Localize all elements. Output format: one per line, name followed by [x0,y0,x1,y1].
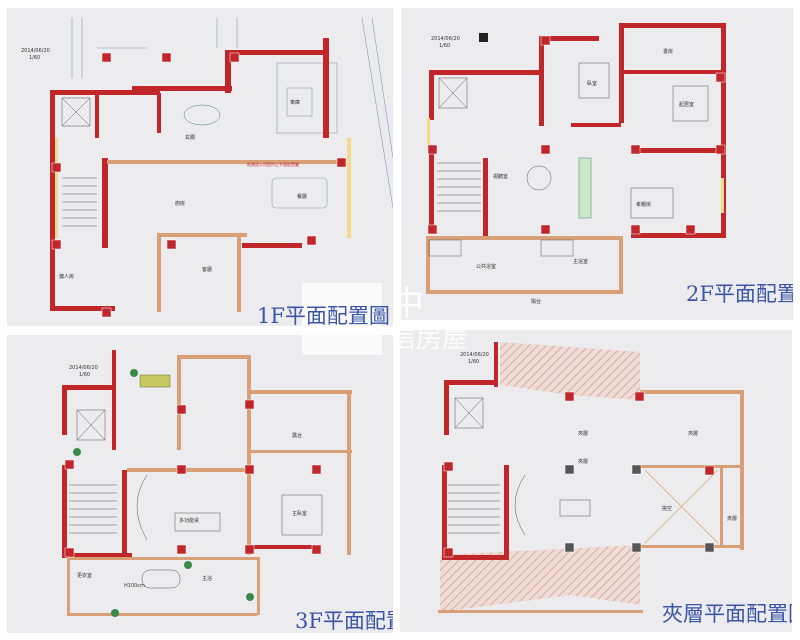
room-label: 客廳 [202,267,213,273]
watermark-logo [302,283,382,355]
room-label: 臥室 [587,81,598,87]
room-label: 主浴室 [573,259,589,265]
floor-plan-1f: 2014/06/20 1/60 車庫 玄關 餐廳 廚房 客廳 傭人房 依建設公司… [7,8,393,326]
plan-date: 2014/06/20 [69,365,98,371]
room-label: 孝親房 [636,202,652,208]
room-label: 陽台 [531,299,542,305]
room-label: 挑空 [662,506,673,512]
room-label: 車庫 [290,100,301,106]
plan-title: 3F平面配置圖 [295,609,393,633]
plan-title: 1F平面配置圖 [257,304,390,326]
floor-plan-2f: 2014/06/20 1/60 書房 臥室 視聽室 起居室 孝親房 公共浴室 主… [401,8,793,320]
watermark-text: 信房屋 [390,324,469,354]
floor-plan-mezzanine-drawing [438,342,744,613]
plan-scale: 1/60 [439,43,451,49]
room-label: 玄關 [185,135,196,141]
plan-title: 2F平面配置圖 [686,282,793,306]
room-label: 廚房 [175,201,186,207]
floor-plan-3f-drawing [62,350,352,617]
plan-note: 依建設公司提供之平面配置圖 [247,162,299,167]
room-label: 夾層 [578,431,589,437]
plan-date: 2014/06/20 [460,352,489,358]
room-label: 更衣室 [77,573,93,579]
plan-scale: 1/60 [79,372,91,378]
room-label: 公共浴室 [476,264,497,270]
floor-plan-2f-drawing [426,23,726,294]
room-label: 起居室 [679,102,695,108]
room-label: 夾層 [578,459,589,465]
room-label: 視聽室 [493,174,509,180]
room-label: 露台 [292,433,303,439]
plan-scale: 1/60 [29,55,41,61]
room-label: 主浴 [202,576,213,582]
plan-date: 2014/06/20 [431,36,460,42]
watermark-text: 中 [390,284,424,324]
floor-plan-3f: 2014/06/20 1/60 多功能桌 主臥室 主浴 更衣室 H100cm 露… [7,335,393,633]
plan-date: 2014/06/20 [21,48,50,54]
floor-plan-mezzanine: 2014/06/20 1/60 夾層 夾層 夾層 挑空 夾層 夾層平面配置圖 [400,330,792,632]
floor-plan-1f-drawing [50,17,393,318]
room-label: 餐廳 [297,194,308,200]
plan-title: 夾層平面配置圖 [662,602,792,626]
room-label: 夾層 [727,516,738,522]
room-label: 主臥室 [292,511,308,517]
room-label: H100cm [124,583,145,589]
room-label: 傭人房 [59,274,75,280]
room-label: 多功能桌 [179,518,200,524]
room-label: 夾層 [688,431,699,437]
plan-scale: 1/60 [468,359,480,365]
room-label: 書房 [663,49,674,55]
